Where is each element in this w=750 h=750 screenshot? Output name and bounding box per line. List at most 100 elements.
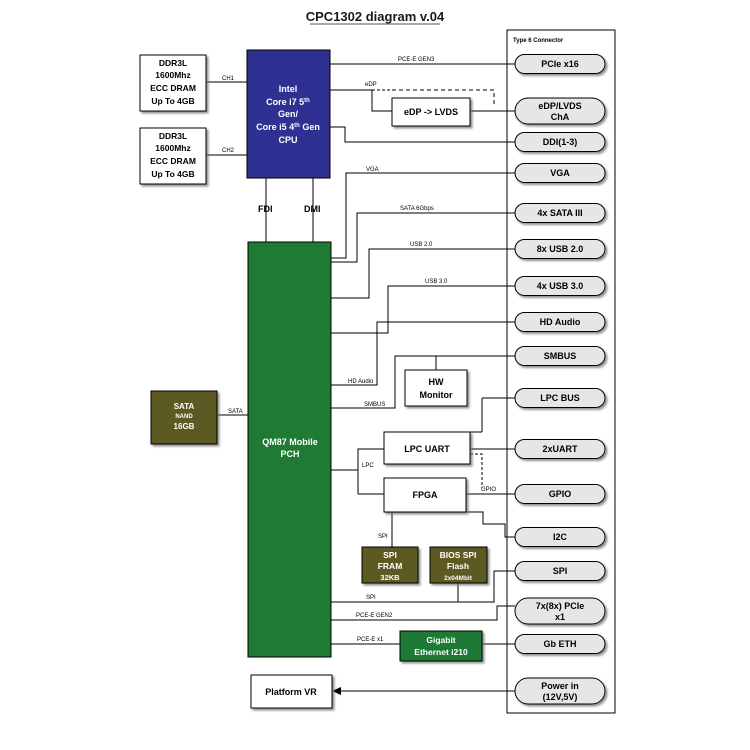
- connector-pill-label: LPC BUS: [540, 393, 580, 403]
- connector-pill-label: DDI(1-3): [543, 137, 578, 147]
- label-usb3: USB 3.0: [425, 279, 448, 285]
- connector-pill-7: HD Audio: [514, 312, 606, 332]
- label-pcie-gen3: PCE-E GEN3: [398, 57, 435, 63]
- bios-spi-line-1: BIOS SPI: [440, 550, 477, 560]
- connector-pill-6: 4x USB 3.0: [514, 276, 606, 296]
- label-hd-audio: HD Audio: [348, 379, 374, 385]
- label-ch2: CH2: [222, 148, 235, 154]
- connector-pill-label: ChA: [551, 112, 570, 122]
- bios-spi-line-2: Flash: [447, 561, 469, 571]
- connector-pill-label: 7x(8x) PCIe: [536, 601, 585, 611]
- connector-pill-11: GPIO: [514, 484, 606, 504]
- pch-line-1: QM87 Mobile: [262, 437, 318, 447]
- lpc-uart-label: LPC UART: [404, 444, 450, 454]
- ethernet-block: Gigabit Ethernet i210: [399, 630, 483, 662]
- ddr1-line-3: ECC DRAM: [150, 83, 196, 93]
- hw-monitor-line-2: Monitor: [420, 390, 453, 400]
- ddr-block-1: DDR3L 1600Mhz ECC DRAM Up To 4GB: [139, 54, 207, 112]
- connector-pill-label: Gb ETH: [544, 639, 577, 649]
- connector-pill-label: x1: [555, 612, 565, 622]
- connector-pill-16: Power in(12V,5V): [514, 677, 606, 705]
- fpga-block: FPGA: [383, 477, 467, 513]
- connector-pill-0: PCIe x16: [514, 54, 606, 74]
- connector-pill-label: 8x USB 2.0: [537, 244, 584, 254]
- connector-pill-label: I2C: [553, 532, 568, 542]
- pch-block: QM87 Mobile PCH: [247, 241, 332, 658]
- connector-pill-label: VGA: [550, 168, 570, 178]
- connector-pill-label: GPIO: [549, 489, 572, 499]
- label-sata-6g: SATA 6Gbps: [400, 206, 434, 212]
- connector-pill-2: DDI(1-3): [514, 132, 606, 152]
- ddr-block-2: DDR3L 1600Mhz ECC DRAM Up To 4GB: [139, 127, 207, 185]
- ddr1-line-4: Up To 4GB: [151, 96, 194, 106]
- label-fdi: FDI: [258, 204, 273, 214]
- label-edp: eDP: [365, 82, 377, 88]
- connector-pill-5: 8x USB 2.0: [514, 239, 606, 259]
- spi-fram-line-3: 32KB: [380, 573, 400, 582]
- platform-vr-block: Platform VR: [250, 674, 333, 709]
- ethernet-line-2: Ethernet i210: [414, 647, 468, 657]
- label-pcie-gen2: PCE-E GEN2: [356, 613, 393, 619]
- label-ch1: CH1: [222, 76, 235, 82]
- hw-monitor-line-1: HW: [429, 377, 444, 387]
- fpga-label: FPGA: [412, 490, 438, 500]
- power-arrow-icon: [332, 687, 341, 695]
- label-sata: SATA: [228, 409, 243, 415]
- ethernet-line-1: Gigabit: [426, 635, 455, 645]
- cpu-line-2: Core i7 5th: [266, 97, 310, 107]
- connector-pill-12: I2C: [514, 527, 606, 547]
- ddr2-line-3: ECC DRAM: [150, 156, 196, 166]
- cpu-line-1: Intel: [279, 84, 298, 94]
- connector-pill-3: VGA: [514, 163, 606, 183]
- ddr1-line-2: 1600Mhz: [155, 70, 190, 80]
- sata-nand-line-1: SATA: [174, 402, 195, 411]
- connector-pill-label: HD Audio: [540, 317, 581, 327]
- spi-fram-line-2: FRAM: [378, 561, 403, 571]
- label-gpio: GPIO: [481, 487, 496, 493]
- label-vga: VGA: [366, 167, 379, 173]
- edp-lvds-block: eDP -> LVDS: [391, 97, 471, 127]
- connector-pill-9: LPC BUS: [514, 388, 606, 408]
- connector-pill-label: SMBUS: [544, 351, 577, 361]
- connector-pill-13: SPI: [514, 561, 606, 581]
- bios-spi-block: BIOS SPI Flash 2x04Mbit: [429, 546, 488, 584]
- connector-pill-15: Gb ETH: [514, 634, 606, 654]
- hw-monitor-block: HW Monitor: [404, 369, 468, 407]
- cpu-line-4: Core i5 4th Gen: [256, 122, 320, 132]
- label-spi-bus: SPI: [366, 595, 376, 601]
- pch-line-2: PCH: [280, 449, 299, 459]
- label-lpc: LPC: [362, 463, 374, 469]
- edp-lvds-label: eDP -> LVDS: [404, 107, 458, 117]
- cpu-line-5: CPU: [278, 135, 297, 145]
- bios-spi-line-3: 2x04Mbit: [444, 575, 473, 582]
- connector-pill-label: SPI: [553, 566, 568, 576]
- sata-nand-line-2: NAND: [175, 414, 193, 420]
- connection-lines: [206, 63, 515, 692]
- label-smbus: SMBUS: [364, 402, 385, 408]
- connector-pill-label: Power in: [541, 681, 579, 691]
- connector-pill-label: 4x USB 3.0: [537, 281, 584, 291]
- cpu-line-3: Gen/: [278, 109, 299, 119]
- spi-fram-line-1: SPI: [383, 550, 397, 560]
- sata-nand-line-3: 16GB: [174, 422, 195, 431]
- lpc-uart-block: LPC UART: [383, 431, 471, 465]
- label-dmi: DMI: [304, 204, 321, 214]
- diagram-title: CPC1302 diagram v.04: [306, 9, 445, 24]
- connector-title: Type 6 Connector: [513, 38, 564, 44]
- label-spi-fpga: SPI: [378, 534, 388, 540]
- connector-pill-8: SMBUS: [514, 346, 606, 366]
- connector-pill-label: eDP/LVDS: [538, 101, 581, 111]
- ddr2-line-1: DDR3L: [159, 131, 187, 141]
- spi-fram-block: SPI FRAM 32KB: [361, 546, 419, 584]
- platform-vr-label: Platform VR: [265, 687, 317, 697]
- ddr1-line-1: DDR3L: [159, 58, 187, 68]
- connector-pill-label: (12V,5V): [543, 692, 578, 702]
- connector-pill-label: 4x SATA III: [537, 208, 582, 218]
- connector-pill-4: 4x SATA III: [514, 203, 606, 223]
- label-pcie-x1: PCE-E x1: [357, 637, 384, 643]
- cpu-block: Intel Core i7 5th Gen/ Core i5 4th Gen C…: [246, 49, 331, 179]
- connector-pill-10: 2xUART: [514, 439, 606, 459]
